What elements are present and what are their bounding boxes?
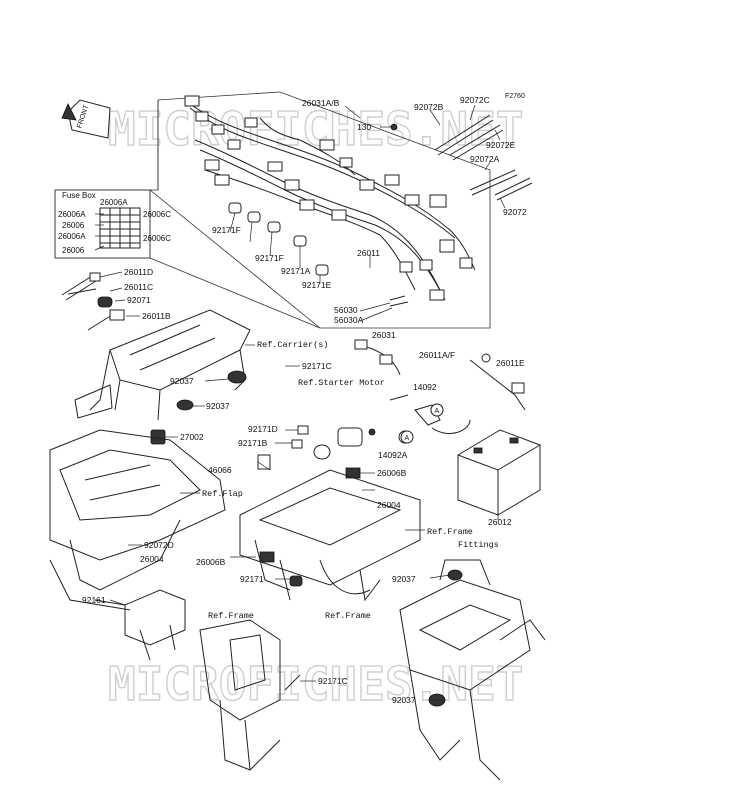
- part-92072E: 92072E: [486, 140, 516, 150]
- part-26012: 26012: [488, 517, 512, 527]
- fuse-label-6: 26006C: [143, 234, 171, 243]
- fuse-label-2: 26006: [62, 221, 85, 230]
- part-92171F-2: 92171F: [255, 253, 284, 263]
- part-92072: 92072: [503, 207, 527, 217]
- diagram-code: F2760: [505, 93, 525, 100]
- part-26011C: 26011C: [124, 282, 153, 292]
- part-92037-2: 92037: [206, 401, 230, 411]
- connector-icons-left: [61, 272, 125, 331]
- ref-frame-1: Ref.Frame: [208, 611, 254, 621]
- part-26011D: 26011D: [124, 267, 153, 277]
- part-92171E: 92171E: [302, 280, 332, 290]
- electrical-tray-icon: [239, 469, 421, 602]
- svg-text:A: A: [405, 435, 410, 442]
- part-56030A: 56030A: [334, 315, 364, 325]
- watermark-bottom: MICROFICHES.NET: [108, 657, 523, 711]
- lower-frame-icon: [199, 619, 301, 771]
- ref-frame-2: Ref.Frame: [325, 611, 371, 621]
- part-92161: 92161: [82, 595, 106, 605]
- part-26006B-2: 26006B: [196, 557, 226, 567]
- part-14092: 14092: [413, 382, 437, 392]
- wiring-harness-icon: [184, 95, 476, 301]
- part-92037-3: 92037: [392, 574, 416, 584]
- front-arrow-icon: FRONT: [61, 99, 111, 139]
- fuse-label-4: 26006: [62, 246, 85, 255]
- part-26011AF: 26011A/F: [419, 350, 455, 360]
- fuse-box-title: Fuse Box: [62, 191, 96, 200]
- part-26031: 26031: [372, 330, 396, 340]
- part-26011B: 26011B: [142, 311, 171, 321]
- fuse-label-3: 26006A: [58, 232, 86, 241]
- callout-a-2: A: [430, 403, 444, 417]
- part-92072C: 92072C: [460, 95, 490, 105]
- part-56030: 56030: [334, 305, 358, 315]
- part-14092A: 14092A: [378, 450, 408, 460]
- ref-frame-fittings: Ref.Frame: [427, 527, 473, 537]
- part-92037-1: 92037: [170, 376, 194, 386]
- part-92171C-2: 92171C: [318, 676, 348, 686]
- part-27002: 27002: [180, 432, 204, 442]
- watermark-top: MICROFICHES.NET: [108, 102, 523, 156]
- part-92072D: 92072D: [144, 540, 174, 550]
- part-26004-1: 26004: [377, 500, 401, 510]
- part-92171B: 92171B: [238, 438, 268, 448]
- part-92171D: 92171D: [248, 424, 278, 434]
- ref-flap: Ref.Flap: [202, 489, 243, 499]
- part-46066: 46066: [208, 465, 232, 475]
- leader-lines: [99, 104, 506, 701]
- sleeve-icons: [434, 114, 533, 201]
- grommet-icons: [228, 123, 398, 276]
- fuse-box-inset: [54, 189, 151, 259]
- part-130: 130: [357, 122, 371, 132]
- ref-fittings: Fittings: [458, 540, 499, 550]
- fuse-label-5: 26006C: [143, 210, 171, 219]
- part-92171A: 92171A: [281, 266, 311, 276]
- ref-starter-motor: Ref.Starter Motor: [298, 378, 385, 388]
- part-26011: 26011: [357, 248, 380, 258]
- callout-a-1: A: [400, 430, 414, 444]
- part-92071: 92071: [127, 295, 151, 305]
- right-frame-icon: [399, 559, 546, 781]
- mount-bracket-icon: [94, 589, 186, 661]
- part-26006B-1: 26006B: [377, 468, 407, 478]
- sub-harness-icon: [354, 339, 526, 411]
- part-92072A: 92072A: [470, 154, 500, 164]
- ref-carrier: Ref.Carrier(s): [257, 340, 328, 350]
- part-92171F-1: 92171F: [212, 225, 241, 235]
- part-92072B: 92072B: [414, 102, 444, 112]
- part-92171C-1: 92171C: [302, 361, 332, 371]
- battery-icon: [457, 429, 541, 516]
- svg-text:A: A: [435, 408, 440, 415]
- fuse-label-1: 26006A: [58, 210, 86, 219]
- part-26031AB: 26031A/B: [302, 98, 340, 108]
- body-flap-icon: [49, 429, 226, 611]
- starter-relay-icon: [313, 427, 376, 460]
- carrier-frame-icon: [74, 309, 251, 421]
- fuse-label-0: 26006A: [100, 198, 128, 207]
- fuse-box-icon: [99, 207, 141, 249]
- clip-icons: [389, 295, 409, 307]
- part-92171: 92171: [240, 574, 264, 584]
- part-92037-4: 92037: [392, 695, 416, 705]
- part-26011E: 26011E: [496, 358, 525, 368]
- part-26004-2: 26004: [140, 554, 164, 564]
